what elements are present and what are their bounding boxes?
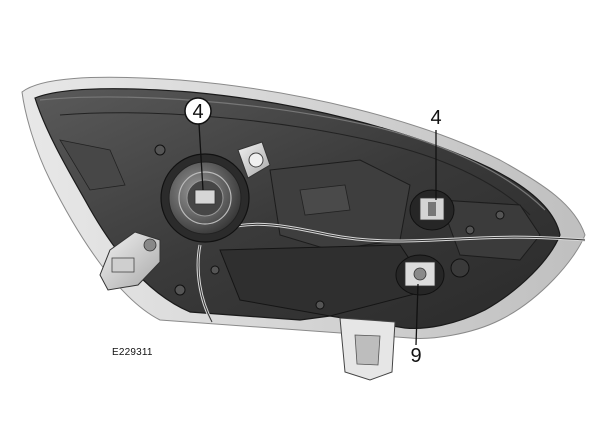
callout-leaders: [198, 123, 437, 346]
side-bulb-holder: [237, 141, 271, 179]
mounting-bracket: [339, 317, 396, 381]
callout-lower: 9: [410, 345, 421, 367]
indicator-bulb-holder: [395, 254, 470, 296]
wiring-harness: [196, 222, 586, 323]
low-beam-bulb-socket: [160, 153, 250, 243]
callout-left: 4: [184, 97, 212, 125]
figure-id-label: E229311: [112, 347, 153, 358]
high-beam-bulb-holder: [409, 189, 455, 231]
callout-right: 4: [430, 107, 441, 129]
left-electrical-connector: [99, 231, 161, 291]
housing-screws: [154, 144, 505, 310]
headlamp-housing: [34, 88, 561, 329]
callout-lower-label: 9: [410, 345, 421, 367]
callout-right-label: 4: [430, 107, 441, 129]
callout-left-label: 4: [192, 101, 203, 123]
